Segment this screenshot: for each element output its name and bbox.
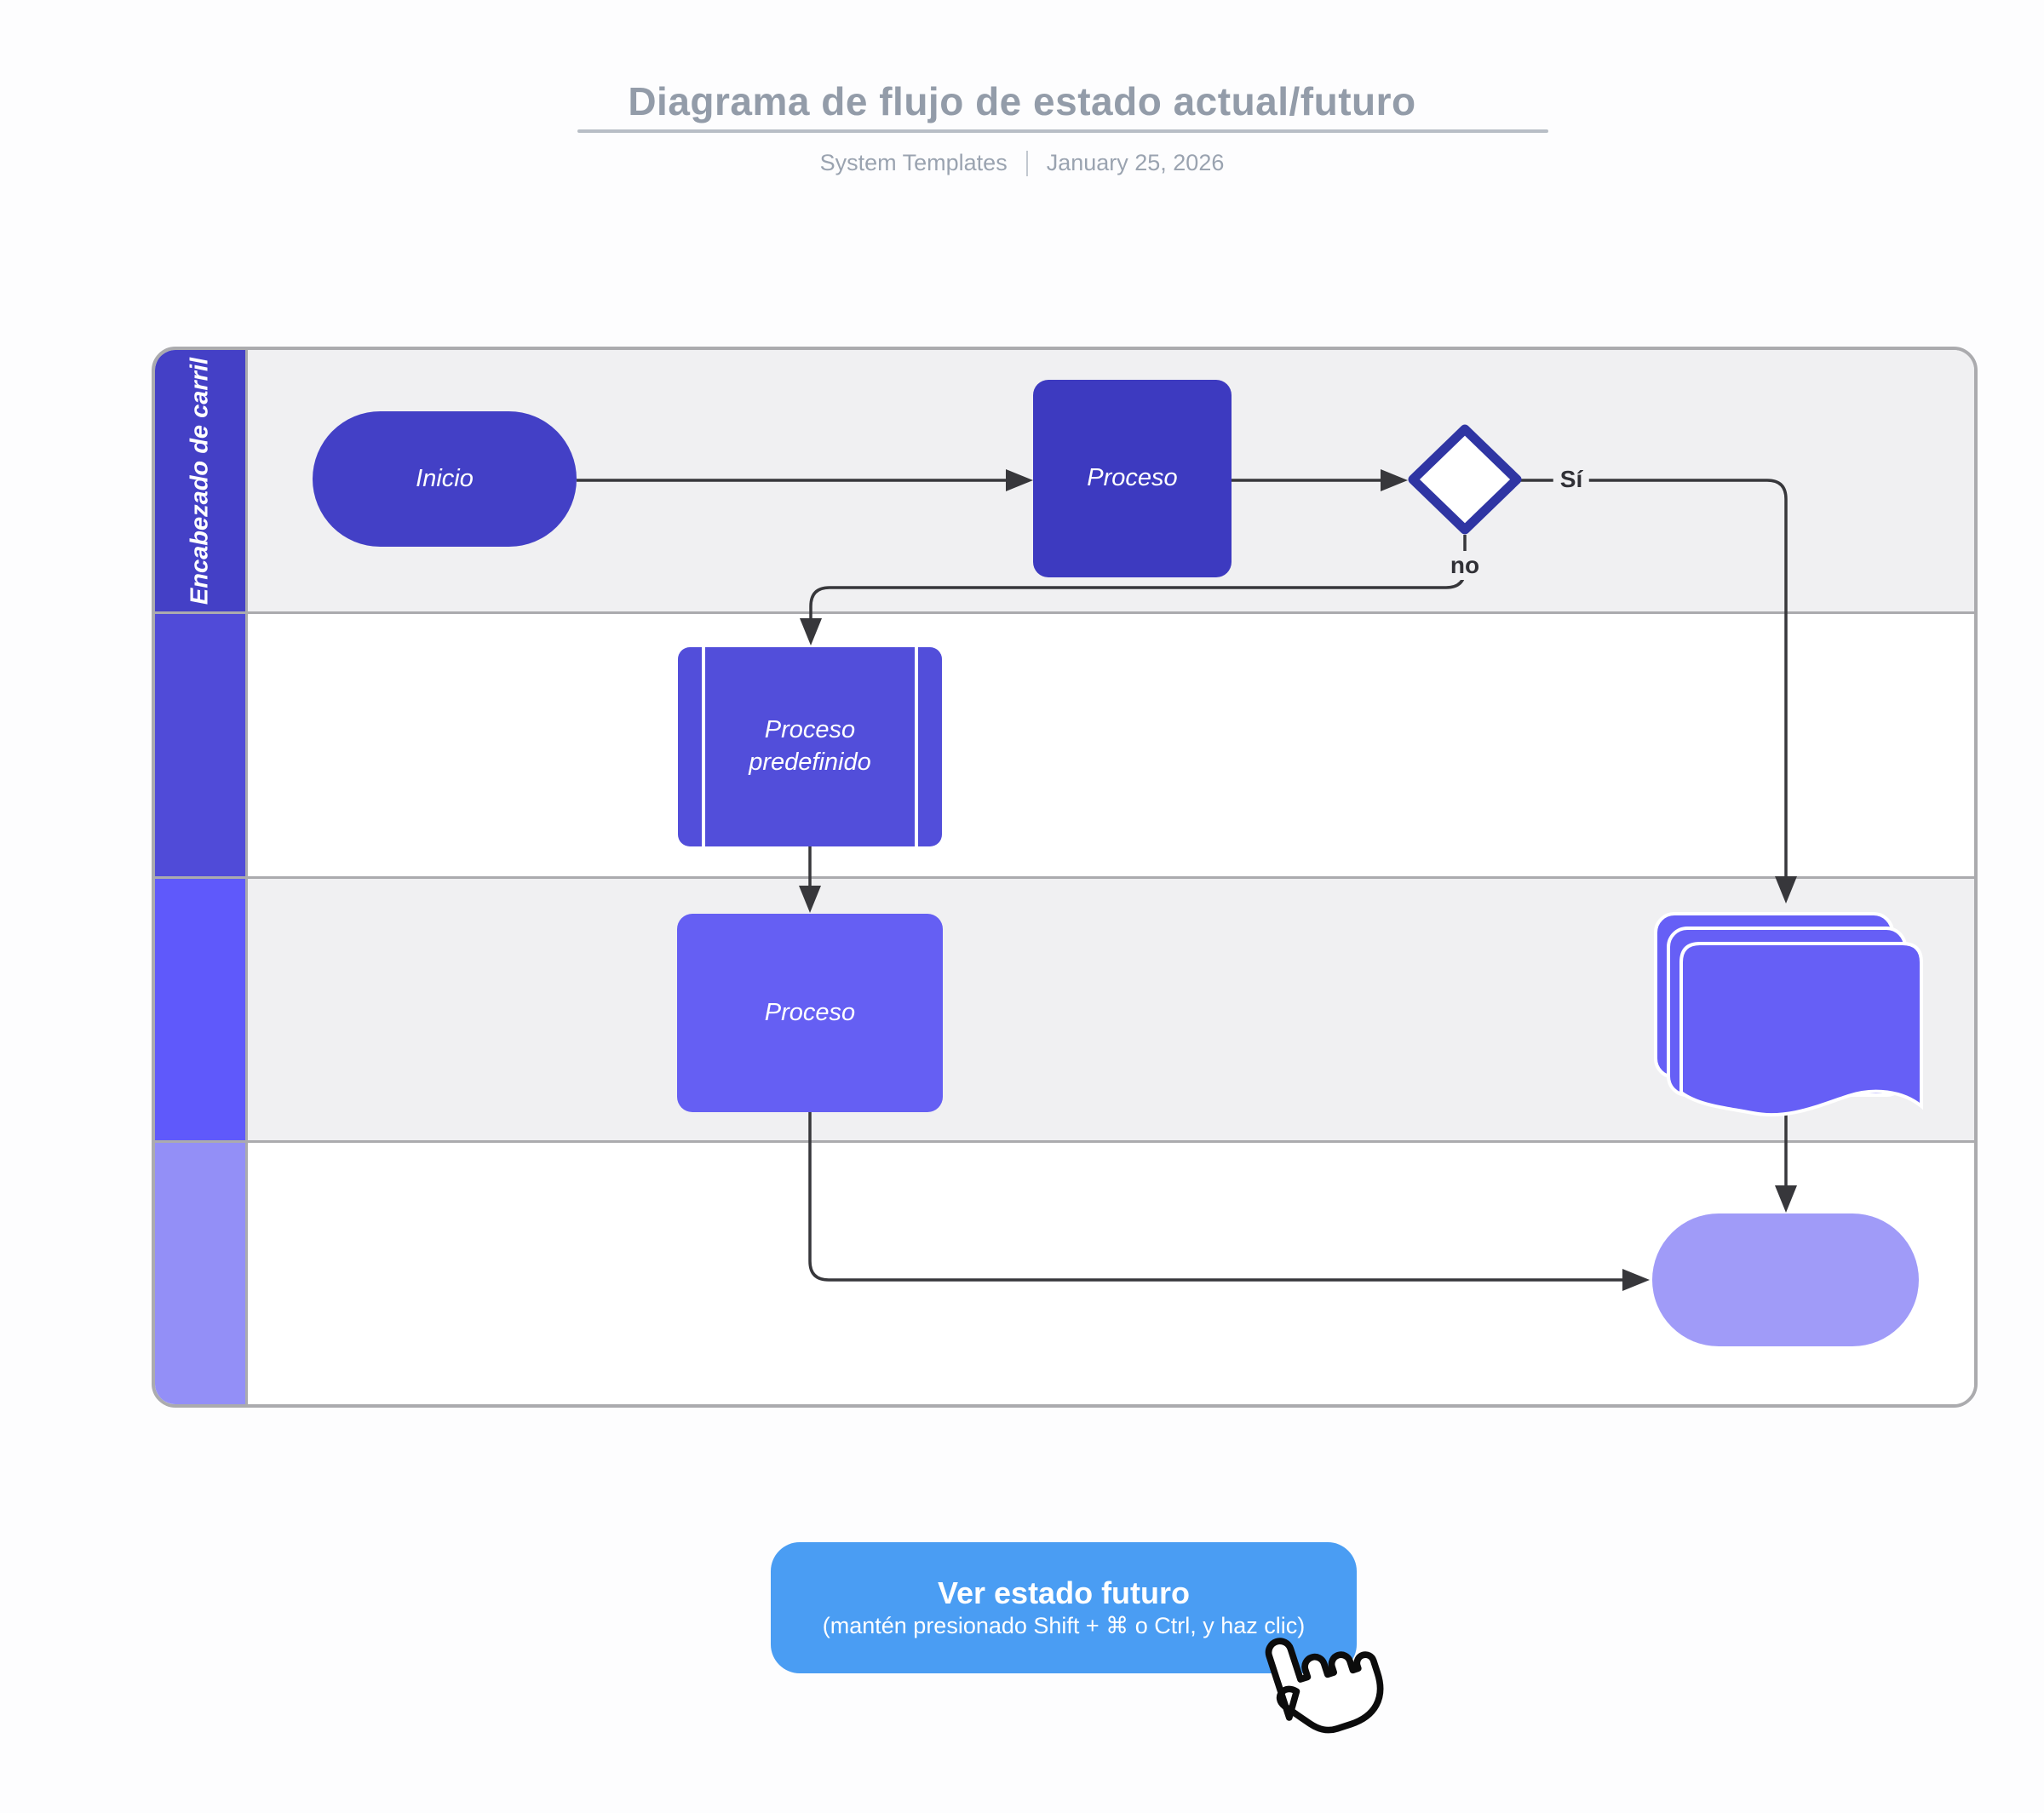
- title-underline: [577, 129, 1548, 133]
- node-terminator[interactable]: [1652, 1213, 1919, 1346]
- node-process-1[interactable]: Proceso: [1033, 380, 1232, 577]
- page-title: Diagrama de flujo de estado actual/futur…: [628, 79, 1416, 123]
- predefined-process-stripe: [915, 647, 918, 846]
- subtitle: System Templates January 25, 2026: [0, 150, 2044, 176]
- hand-cursor-icon: [1265, 1638, 1384, 1734]
- subtitle-date: January 25, 2026: [1046, 150, 1225, 175]
- node-decision[interactable]: [1407, 423, 1523, 536]
- node-start-label: Inicio: [416, 464, 474, 492]
- lane-strip-4[interactable]: [155, 1142, 248, 1404]
- cta-sublabel: (mantén presionado Shift + ⌘ o Ctrl, y h…: [822, 1612, 1306, 1638]
- lane-strip-2[interactable]: [155, 614, 248, 876]
- node-process-2[interactable]: Proceso: [677, 914, 943, 1112]
- node-process-2-label: Proceso: [764, 998, 856, 1026]
- lane-header-label: Encabezado de carril: [186, 357, 214, 605]
- predefined-process-stripe: [702, 647, 705, 846]
- lane-strip-3[interactable]: [155, 878, 248, 1140]
- lane-strip-1[interactable]: Encabezado de carril: [155, 350, 248, 612]
- subtitle-divider: [1025, 150, 1028, 176]
- node-multi-document[interactable]: [1651, 904, 1925, 1118]
- lane-2: [155, 611, 1974, 876]
- node-process-1-label: Proceso: [1087, 464, 1178, 492]
- cta-label: Ver estado futuro: [937, 1575, 1191, 1611]
- decision-yes-label: Sí: [1553, 465, 1590, 494]
- node-predefined-process[interactable]: Proceso predefinido: [678, 647, 942, 846]
- decision-no-label: no: [1443, 551, 1487, 580]
- subtitle-source: System Templates: [819, 150, 1008, 175]
- node-predefined-label: Proceso predefinido: [749, 716, 871, 776]
- lane-body-2: [248, 614, 1974, 876]
- view-future-state-button[interactable]: Ver estado futuro (mantén presionado Shi…: [771, 1542, 1357, 1673]
- node-start[interactable]: Inicio: [313, 411, 577, 547]
